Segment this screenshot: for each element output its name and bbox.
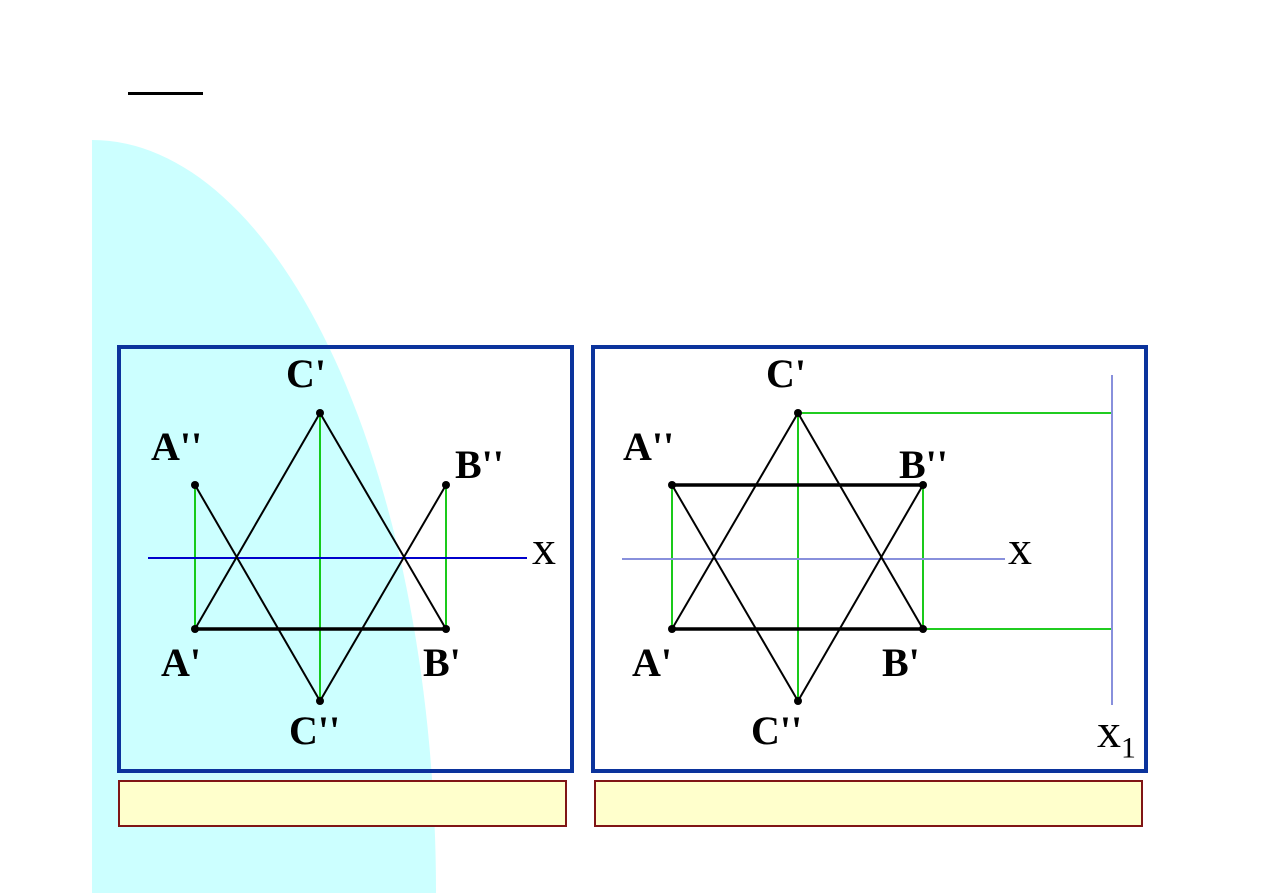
title-underline bbox=[128, 92, 203, 95]
caption-box-right bbox=[594, 780, 1143, 827]
panel-projection-left bbox=[117, 345, 574, 773]
panel-projection-right bbox=[591, 345, 1148, 773]
caption-box-left bbox=[118, 780, 567, 827]
